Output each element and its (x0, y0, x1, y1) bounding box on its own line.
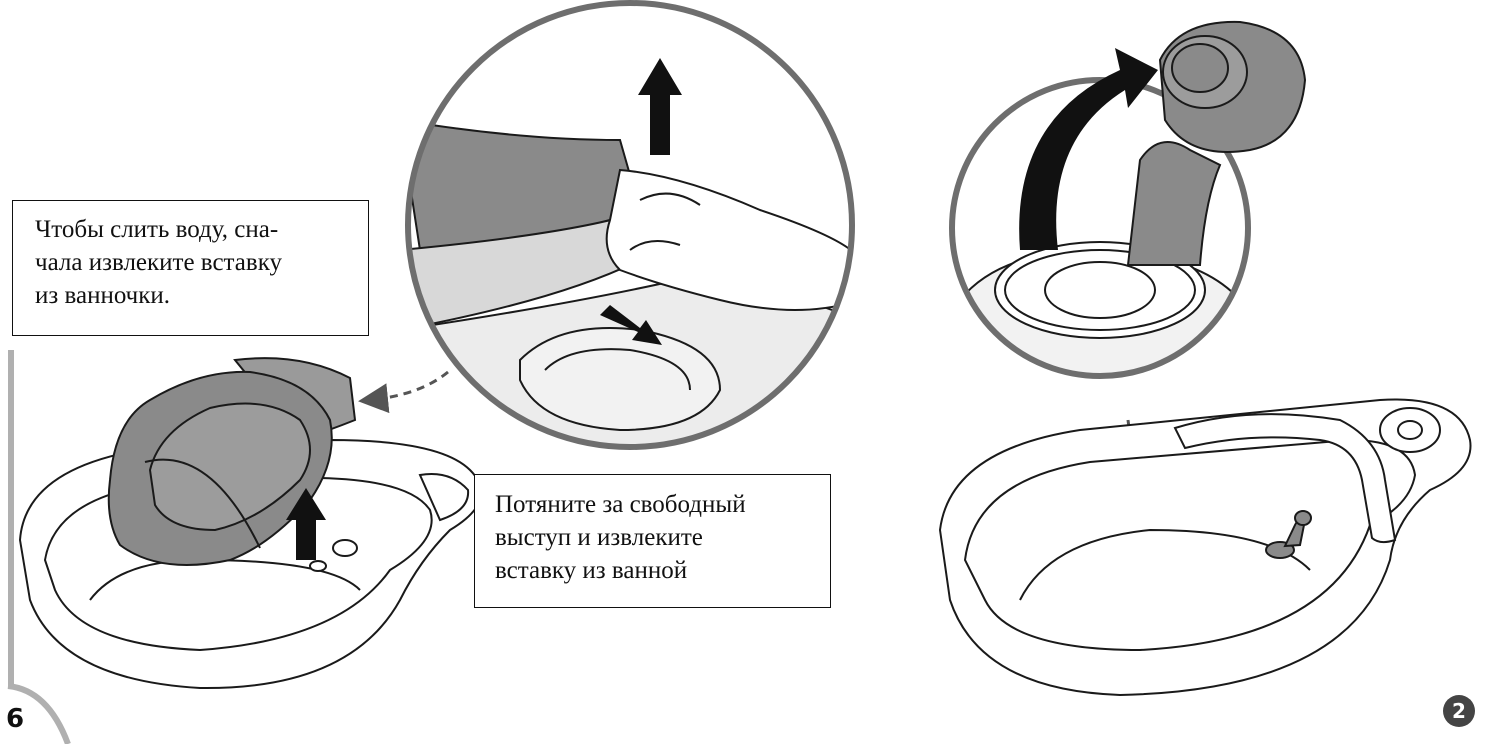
instruction-box-remove-insert: Чтобы слить воду, сна- чала извлеките вс… (12, 200, 369, 336)
page-number: 6 (6, 704, 24, 734)
instruction-box-pull-tab: Потяните за свободный выступ и извлеките… (474, 474, 831, 608)
instruction-line: выступ и извлеките (495, 521, 830, 554)
bathtub-right (940, 400, 1471, 696)
zoom-circle-right (940, 22, 1305, 380)
step-number-badge: 2 (1443, 695, 1475, 727)
instruction-line: вставку из ванной (495, 554, 830, 587)
dashed-pointer-arrow-icon (370, 372, 448, 400)
instruction-line: Потяните за свободный (495, 488, 830, 521)
zoom-circle-left (400, 3, 860, 460)
instruction-line: чала извлеките вставку (35, 246, 368, 279)
instruction-line: из ванночки. (35, 279, 368, 312)
instruction-line: Чтобы слить воду, сна- (35, 213, 368, 246)
